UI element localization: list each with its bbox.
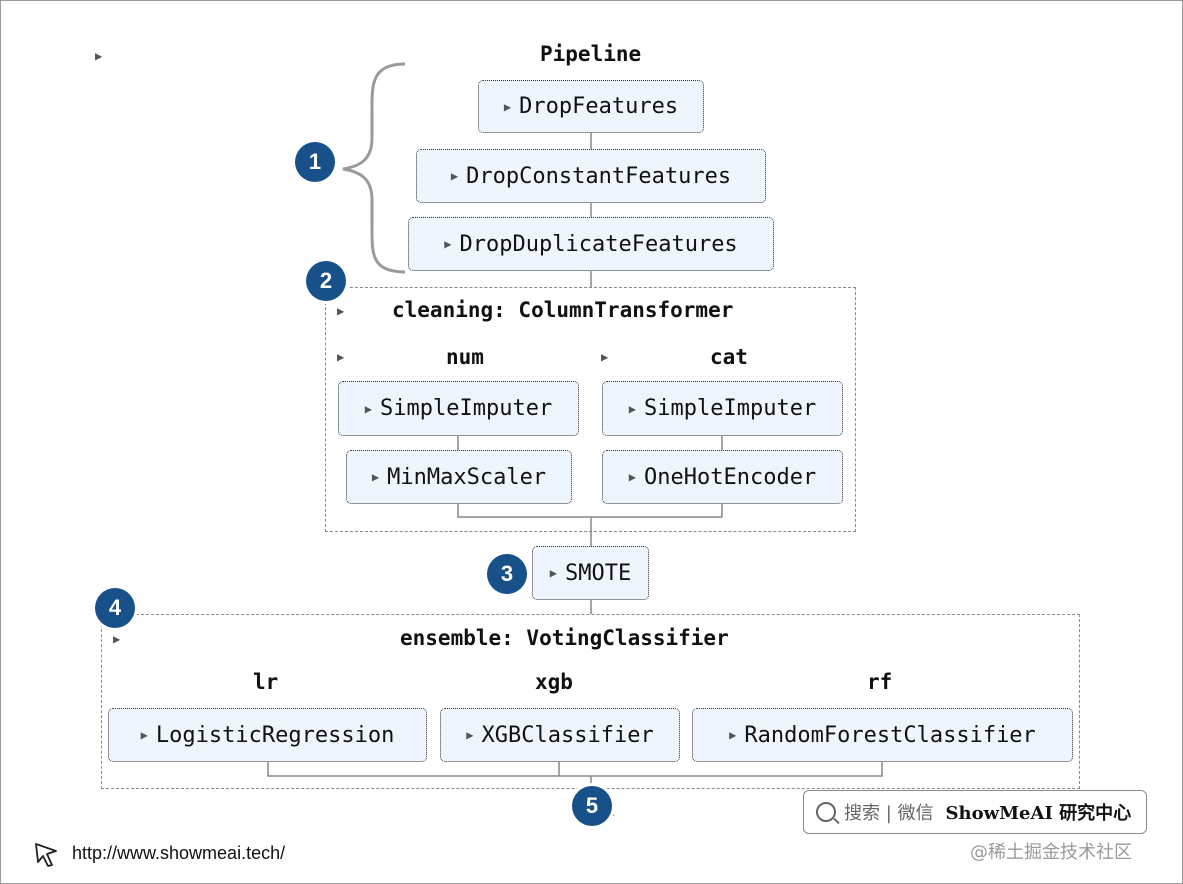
step-label: SMOTE bbox=[565, 560, 632, 586]
expand-triangle-icon: ▶ bbox=[337, 304, 345, 318]
expand-triangle-icon: ▶ bbox=[95, 49, 103, 63]
step-drop-duplicate-features[interactable]: ▶ DropDuplicateFeatures bbox=[408, 217, 774, 271]
expand-triangle-icon: ▶ bbox=[371, 470, 380, 484]
expand-triangle-icon: ▶ bbox=[503, 99, 512, 114]
step-badge-1: 1 bbox=[295, 142, 335, 182]
model-logistic-regression[interactable]: ▶ LogisticRegression bbox=[108, 708, 427, 762]
smote-step[interactable]: ▶ SMOTE bbox=[532, 546, 649, 600]
step-label: DropConstantFeatures bbox=[466, 163, 732, 189]
cat-branch-title: cat bbox=[710, 345, 748, 369]
expand-triangle-icon: ▶ bbox=[628, 470, 637, 484]
estimator-name-xgb: xgb bbox=[535, 670, 573, 694]
cleaning-title: cleaning: ColumnTransformer bbox=[392, 298, 734, 322]
expand-triangle-icon: ▶ bbox=[628, 401, 637, 416]
step-label: MinMaxScaler bbox=[387, 464, 547, 490]
watermark-box: 搜索 | 微信 ShowMeAI 研究中心 bbox=[803, 790, 1147, 834]
step-label: OneHotEncoder bbox=[644, 464, 817, 490]
expand-triangle-icon: ▶ bbox=[729, 728, 737, 742]
step-badge-3: 3 bbox=[487, 554, 527, 594]
model-random-forest-classifier[interactable]: ▶ RandomForestClassifier bbox=[692, 708, 1073, 762]
estimator-name-lr: lr bbox=[253, 670, 279, 694]
expand-triangle-icon: ▶ bbox=[364, 401, 373, 416]
step-badge-5: 5 bbox=[572, 786, 612, 826]
expand-triangle-icon: ▶ bbox=[549, 566, 557, 580]
step-badge-4: 4 bbox=[95, 588, 135, 628]
juejin-credit: @稀土掘金技术社区 bbox=[970, 842, 1132, 863]
step-label: DropFeatures bbox=[519, 94, 679, 119]
expand-triangle-icon: ▶ bbox=[450, 169, 459, 183]
curly-brace bbox=[342, 62, 406, 274]
search-icon bbox=[816, 802, 836, 822]
step-label: RandomForestClassifier bbox=[744, 722, 1036, 748]
footer-url[interactable]: http://www.showmeai.tech/ bbox=[72, 843, 286, 863]
num-minmax-scaler[interactable]: ▶ MinMaxScaler bbox=[346, 450, 572, 504]
cat-simple-imputer[interactable]: ▶ SimpleImputer bbox=[602, 381, 843, 436]
estimator-name-rf: rf bbox=[867, 670, 893, 694]
expand-triangle-icon: ▶ bbox=[601, 350, 609, 364]
expand-triangle-icon: ▶ bbox=[337, 350, 345, 364]
step-badge-2: 2 bbox=[306, 261, 346, 301]
ensemble-title: ensemble: VotingClassifier bbox=[400, 626, 729, 650]
cleaning-group bbox=[325, 287, 856, 532]
expand-triangle-icon: ▶ bbox=[466, 728, 474, 742]
step-label: DropDuplicateFeatures bbox=[459, 231, 738, 257]
step-drop-features[interactable]: ▶ DropFeatures bbox=[478, 80, 704, 133]
step-label: XGBClassifier bbox=[481, 722, 654, 748]
num-simple-imputer[interactable]: ▶ SimpleImputer bbox=[338, 381, 579, 436]
step-label: LogisticRegression bbox=[155, 722, 395, 748]
num-branch-title: num bbox=[446, 345, 484, 369]
cat-onehot-encoder[interactable]: ▶ OneHotEncoder bbox=[602, 450, 843, 504]
step-label: SimpleImputer bbox=[380, 396, 553, 421]
watermark-brand: ShowMeAI 研究中心 bbox=[945, 803, 1132, 824]
expand-triangle-icon: ▶ bbox=[444, 237, 452, 251]
expand-triangle-icon: ▶ bbox=[140, 728, 148, 742]
expand-triangle-icon: ▶ bbox=[113, 632, 121, 646]
cursor-arrow-icon bbox=[35, 843, 57, 867]
model-xgb-classifier[interactable]: ▶ XGBClassifier bbox=[440, 708, 680, 762]
step-drop-constant-features[interactable]: ▶ DropConstantFeatures bbox=[416, 149, 766, 203]
watermark-search-text: 搜索 | 微信 bbox=[844, 803, 934, 824]
step-label: SimpleImputer bbox=[644, 396, 817, 421]
pipeline-title: Pipeline bbox=[540, 42, 642, 66]
